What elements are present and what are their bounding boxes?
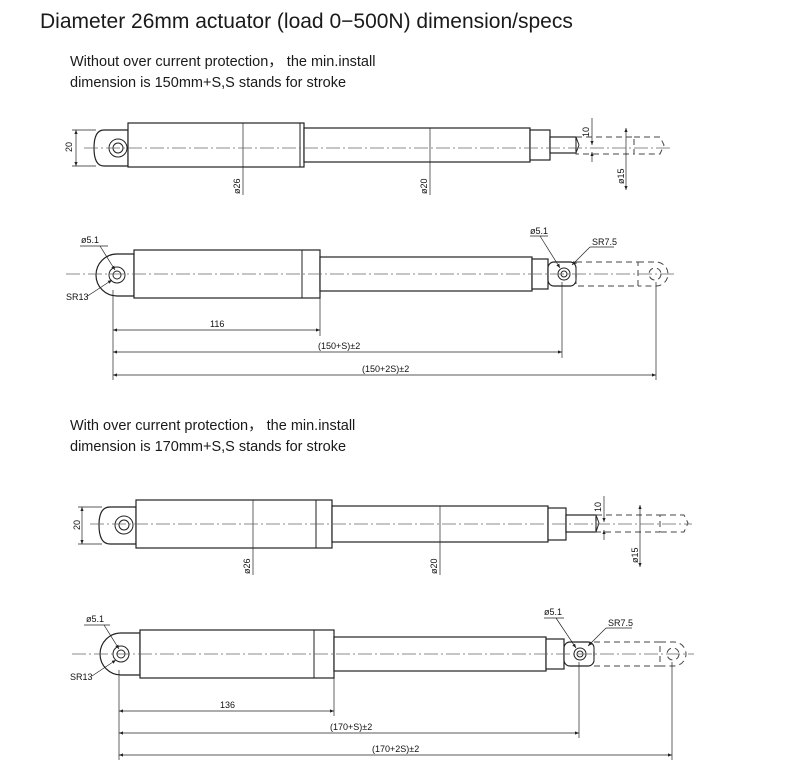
section2-body-dia-label: ø26 [242, 558, 252, 574]
section1-max-install-label: (150+2S)±2 [362, 364, 409, 374]
section2-note-line2: dimension is 170mm+S,S stands for stroke [70, 439, 347, 455]
section2-tip-dia-label: ø15 [630, 547, 640, 563]
section1-hole-right-label: ø5.1 [530, 226, 548, 236]
section1-side-view: 20 10 ø15 ø26 ø20 [64, 118, 672, 195]
section1-top-view: ø5.1 SR13 ø5.1 SR7.5 116 (150+S)±2 (150+… [66, 226, 674, 380]
section1-height-label: 20 [64, 142, 74, 152]
section1-body-dia-label: ø26 [232, 178, 242, 194]
section2-hole-right-label: ø5.1 [544, 607, 562, 617]
section2-rod-tip-label: 10 [593, 502, 603, 512]
section2-height-label: 20 [72, 520, 82, 530]
section2-side-view: 20 10 ø15 ø26 ø20 [72, 496, 692, 575]
section2-radius-right-label: SR7.5 [608, 618, 633, 628]
section1-min-install-label: (150+S)±2 [318, 341, 360, 351]
section1-radius-right-label: SR7.5 [592, 237, 617, 247]
section1-rod-dia-label: ø20 [419, 178, 429, 194]
section1-hole-left-label: ø5.1 [81, 235, 99, 245]
section1-radius-left-label: SR13 [66, 292, 89, 302]
section1-rod-tip-label: 10 [581, 127, 591, 137]
section1-body-len-label: 116 [210, 319, 224, 329]
section2-min-install-label: (170+S)±2 [330, 722, 372, 732]
section1-tip-dia-label: ø15 [616, 168, 626, 184]
section2-radius-left-label: SR13 [70, 672, 93, 682]
section2-hole-left-label: ø5.1 [86, 614, 104, 624]
section2-rod-dia-label: ø20 [429, 558, 439, 574]
section2-max-install-label: (170+2S)±2 [372, 744, 419, 754]
section2-body-len-label: 136 [220, 700, 235, 710]
section1-note-line1: Without over current protection， the min… [70, 54, 376, 70]
page-title: Diameter 26mm actuator (load 0−500N) dim… [40, 10, 573, 33]
section2-top-view: ø5.1 SR13 ø5.1 SR7.5 136 (170+S)±2 (170+… [70, 607, 694, 760]
section2-note-line1: With over current protection， the min.in… [70, 418, 356, 434]
section1-note-line2: dimension is 150mm+S,S stands for stroke [70, 75, 347, 91]
